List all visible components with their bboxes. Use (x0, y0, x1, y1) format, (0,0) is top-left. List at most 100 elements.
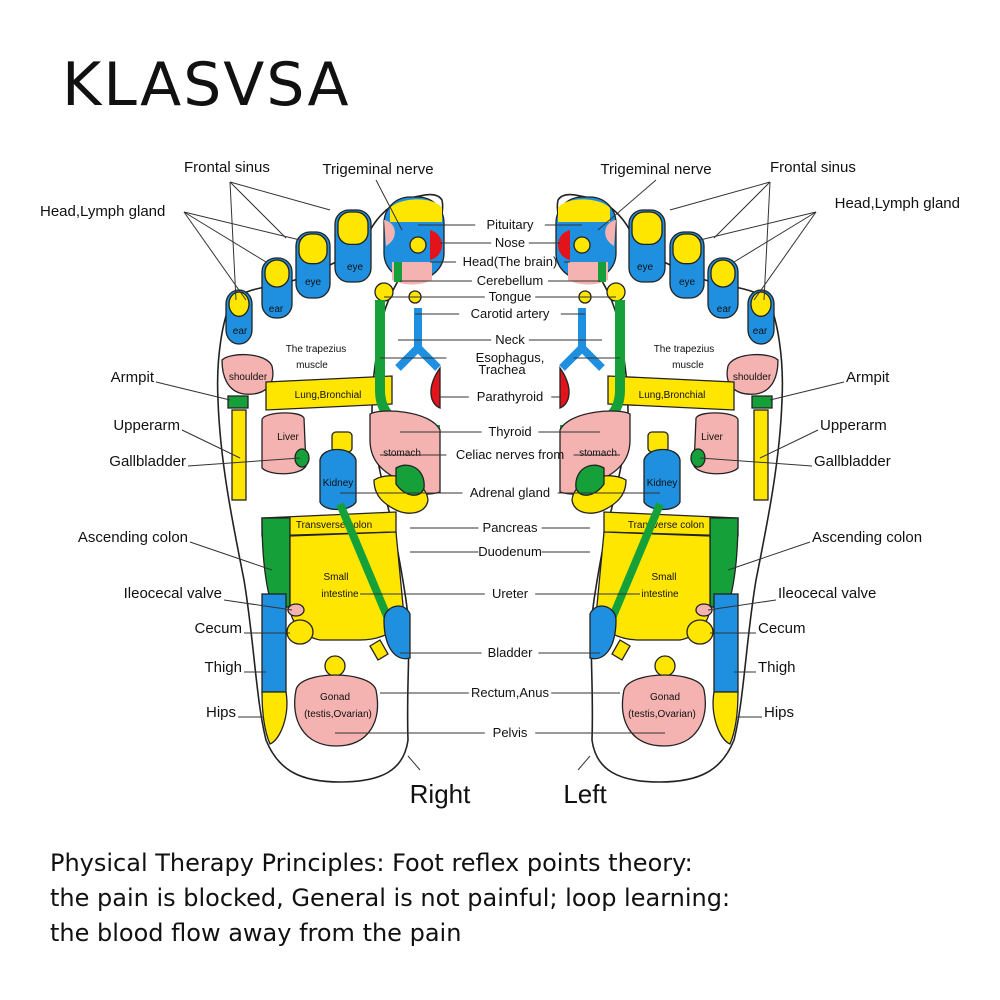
center-label: Duodenum (478, 544, 542, 559)
side-label: Hips (764, 704, 794, 721)
small-label: intestine (641, 589, 679, 600)
pelvis-zone (324, 655, 346, 677)
leader-line (183, 211, 247, 301)
caption-line: the pain is blocked, General is not pain… (50, 884, 731, 912)
side-label: Upperarm (820, 417, 887, 434)
small-label: intestine (321, 589, 359, 600)
liver-label: Liver (277, 432, 299, 443)
center-label: Pancreas (483, 520, 538, 535)
side-label: Gallbladder (109, 453, 186, 470)
parathyroid-zone (559, 365, 570, 409)
neck-branch-zone (395, 308, 441, 371)
leader-line (183, 211, 301, 241)
leader-line (769, 381, 845, 401)
transverse-label: Transverse colon (628, 520, 704, 531)
center-label: Cerebellum (477, 273, 543, 288)
toe-3-sinus-zone (672, 233, 702, 265)
cerebellum-zone (394, 262, 402, 282)
cecum-zone (686, 619, 714, 645)
leader-line (181, 429, 241, 459)
nose-zone (430, 230, 442, 260)
leader-line (187, 457, 301, 467)
kidney-label: Kidney (647, 478, 678, 489)
center-label: Trachea (478, 362, 526, 377)
center-label: Ureter (492, 586, 529, 601)
side-label: Armpit (111, 369, 155, 386)
side-label: Head,Lymph gland (835, 195, 960, 212)
center-label: Adrenal gland (470, 485, 550, 500)
armpit-zone (751, 395, 773, 409)
leader-line (597, 179, 657, 231)
neck-branch-zone (559, 308, 605, 371)
leader-line (577, 755, 591, 771)
shoulder-label: shoulder (733, 372, 772, 383)
small-label: Small (323, 572, 348, 583)
toe-4-sinus-zone (264, 259, 290, 288)
toe-5-sinus-zone (228, 291, 250, 317)
side-label: Upperarm (113, 417, 180, 434)
stomach-label: stomach (383, 448, 421, 459)
side-label: Armpit (846, 369, 890, 386)
leader-line (733, 211, 817, 263)
transverse-label: Transverse colon (296, 520, 372, 531)
center-label: Thyroid (488, 424, 531, 439)
center-label: Pituitary (487, 217, 534, 232)
gonad-label: (testis,Ovarian) (628, 709, 696, 720)
pituitary-zone (573, 236, 591, 254)
center-label: Celiac nerves from (456, 447, 564, 462)
leader-line (753, 211, 817, 301)
toe-4-sinus-zone (710, 259, 736, 288)
leader-line (229, 181, 237, 301)
side-label: Ileocecal valve (124, 585, 222, 602)
left-foot-label: Left (563, 779, 607, 809)
center-label: Nose (495, 235, 525, 250)
leader-line (375, 179, 403, 231)
center-label: Head(The brain) (463, 254, 558, 269)
rectum-zone (611, 639, 631, 661)
gonad-label: Gonad (320, 692, 350, 703)
hips-zone (712, 691, 739, 745)
side-label: Ascending colon (812, 529, 922, 546)
hips-zone (261, 691, 288, 745)
gonad-label: (testis,Ovarian) (304, 709, 372, 720)
lung-zone (607, 375, 735, 411)
trapezius-label: muscle (296, 360, 328, 371)
toe-3-sinus-zone (298, 233, 328, 265)
toe-5-sinus-zone (750, 291, 772, 317)
lung-label: Lung,Bronchial (639, 390, 706, 401)
gonad-zone (621, 674, 706, 747)
ear-label: ear (753, 326, 768, 337)
trigeminal-label: Trigeminal nerve (322, 161, 433, 178)
leader-line (763, 181, 771, 301)
eye-label: eye (637, 262, 654, 273)
kidney-zone (643, 448, 681, 511)
nose-zone (558, 230, 570, 260)
leader-line (699, 211, 817, 241)
leader-line (229, 181, 287, 239)
upperarm-zone (231, 409, 247, 501)
leader-line (229, 181, 331, 211)
shoulder-label: shoulder (229, 372, 268, 383)
ileocecal-zone (287, 603, 305, 617)
eye-label: eye (305, 277, 322, 288)
rectum-zone (369, 639, 389, 661)
stomach-label: stomach (579, 448, 617, 459)
side-label: Thigh (758, 659, 796, 676)
lung-label: Lung,Bronchial (295, 390, 362, 401)
gonad-label: Gonad (650, 692, 680, 703)
leader-line (183, 211, 267, 263)
ear-label: ear (233, 326, 248, 337)
ureter-zone (336, 502, 396, 630)
leader-line (407, 755, 421, 771)
toe-2-sinus-zone (337, 211, 369, 246)
bladder-zone (589, 605, 617, 660)
caption: Physical Therapy Principles: Foot reflex… (50, 846, 970, 951)
center-label: Carotid artery (471, 306, 550, 321)
center-label: Rectum,Anus (471, 685, 550, 700)
cerebellum-zone (598, 262, 606, 282)
toe-2-sinus-zone (631, 211, 663, 246)
side-label: Head,Lymph gland (40, 203, 165, 220)
ear-label: ear (717, 304, 732, 315)
